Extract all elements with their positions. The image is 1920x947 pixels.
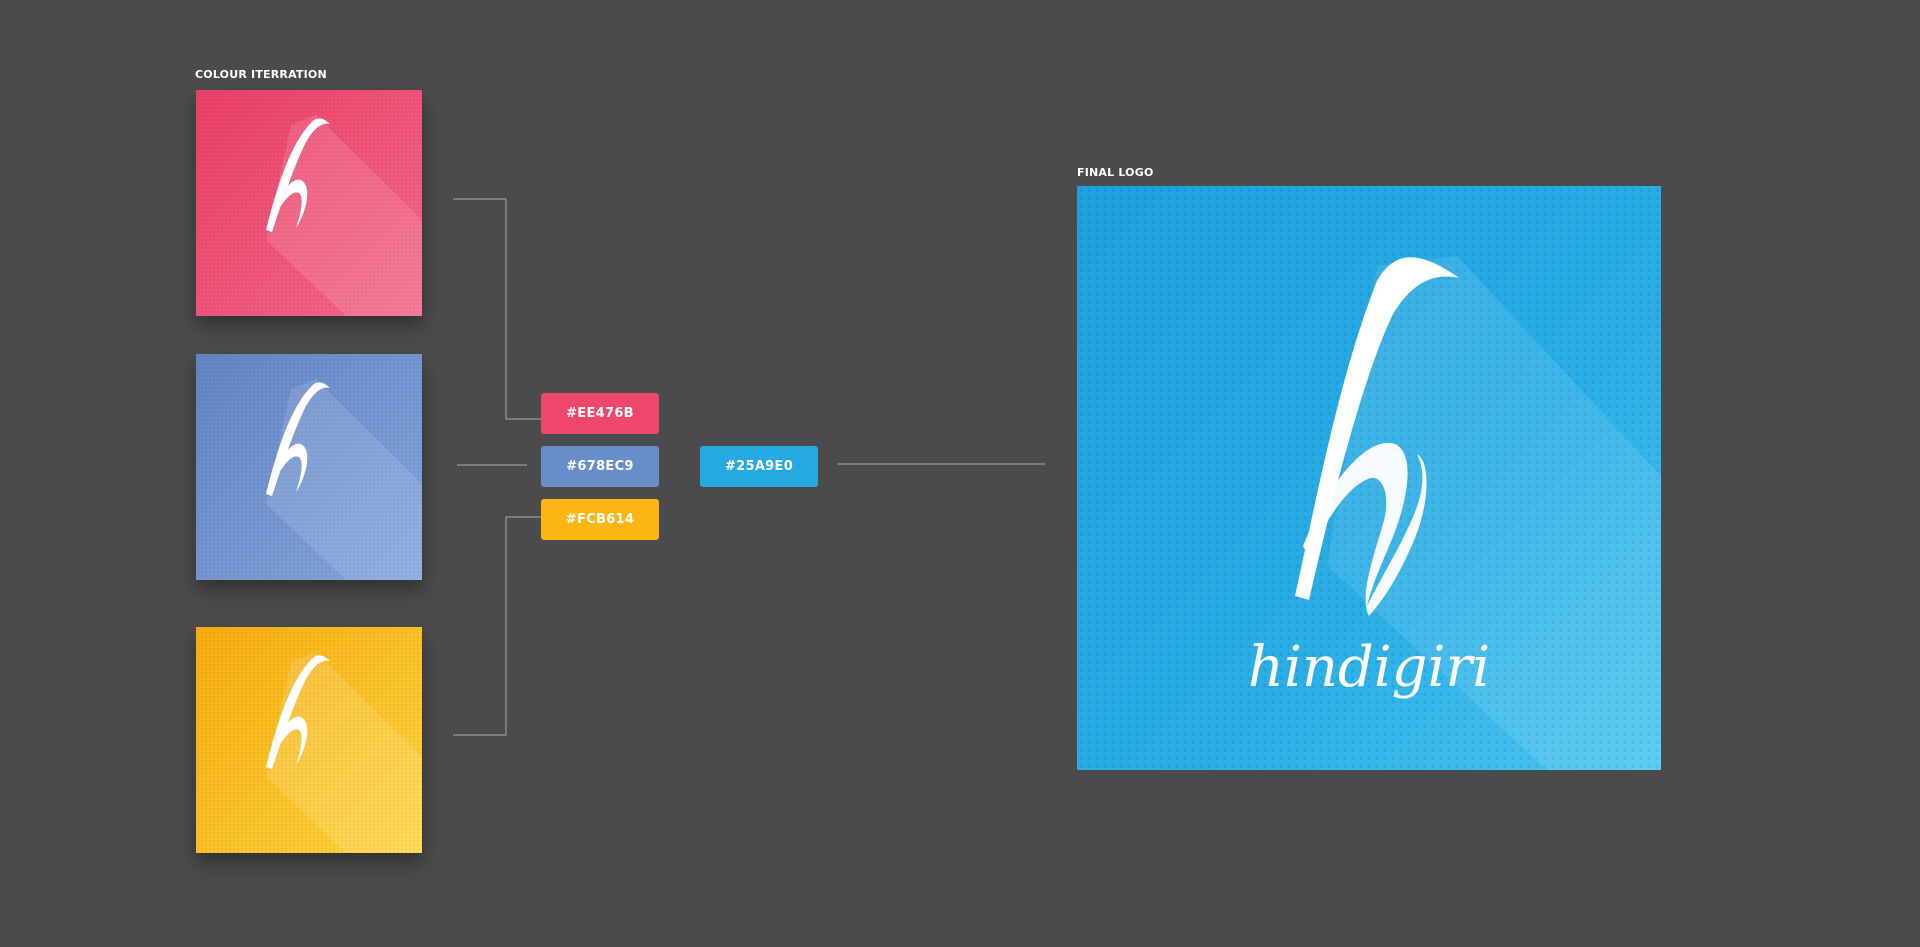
logo-tile-pink xyxy=(196,90,422,316)
swatch-final: #25A9E0 xyxy=(700,446,818,487)
logo-tile-blue xyxy=(196,354,422,580)
h-logo-pink-icon xyxy=(196,90,422,316)
logo-tile-yellow xyxy=(196,627,422,853)
wordmark-text: hindigiri xyxy=(1248,635,1490,700)
connector-pink xyxy=(453,198,541,420)
swatch-blue: #678EC9 xyxy=(541,446,659,487)
swatch-yellow: #FCB614 xyxy=(541,499,659,540)
final-logo-label: FINAL LOGO xyxy=(1077,166,1154,179)
colour-iteration-label: COLOUR ITERRATION xyxy=(195,68,327,81)
h-logo-blue-icon xyxy=(196,354,422,580)
connector-yellow xyxy=(453,516,541,736)
h-logo-final-icon: hindigiri xyxy=(1077,186,1661,770)
swatch-pink: #EE476B xyxy=(541,393,659,434)
h-logo-yellow-icon xyxy=(196,627,422,853)
final-logo: hindigiri xyxy=(1077,186,1661,770)
